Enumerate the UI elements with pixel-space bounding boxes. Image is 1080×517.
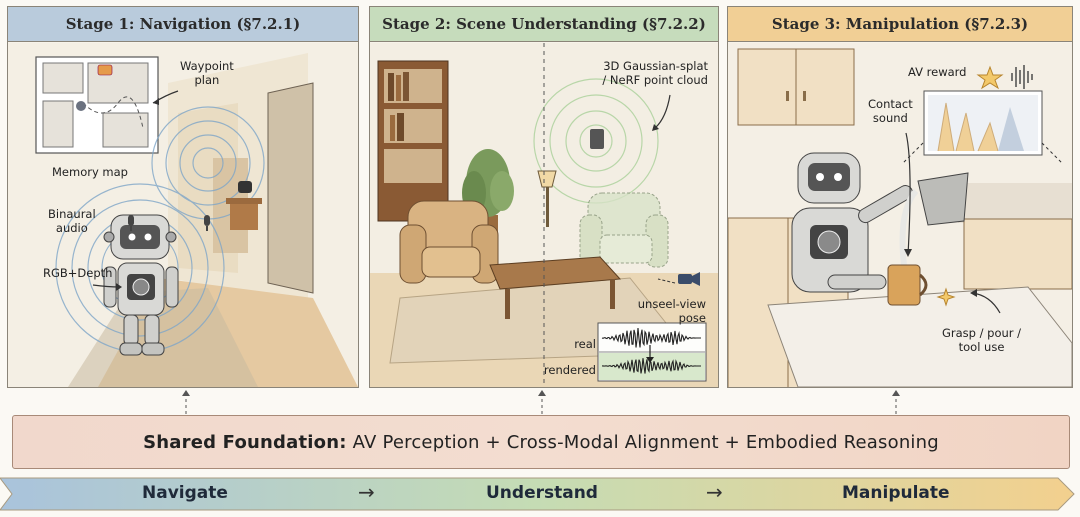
waypoint-plan-label: Waypoint plan (180, 59, 234, 87)
stage3-panel: Stage 3: Manipulation (§7.2.3) (727, 6, 1073, 388)
foundation-bold-label: Shared Foundation: (143, 431, 347, 453)
real-label: real (574, 337, 596, 351)
counter (767, 286, 1072, 387)
scene-understanding-scene (370, 43, 718, 387)
sound-wave-icon (533, 78, 659, 204)
flow-arrow-1: → (358, 480, 375, 504)
star-icon (976, 65, 1004, 90)
microphone-icon (128, 215, 210, 231)
stage3-title: Stage 3: Manipulation (§7.2.3) (728, 7, 1072, 42)
link-arrows (182, 390, 900, 414)
memory-map-label: Memory map (52, 165, 128, 179)
foundation-text: AV Perception + Cross-Modal Alignment + … (352, 431, 939, 453)
spectrogram-inset (923, 90, 1043, 156)
pitcher (899, 172, 969, 266)
flow-understand: Understand (486, 483, 598, 503)
rendered-label: rendered (543, 363, 596, 377)
pointcloud-label: 3D Gaussian-splat / NeRF point cloud (602, 59, 708, 87)
armchair (399, 200, 499, 284)
down-arrow-icon (646, 357, 654, 363)
stage2-title: Stage 2: Scene Understanding (§7.2.2) (370, 7, 718, 42)
telephone-icon (238, 181, 252, 193)
stage1-panel: Stage 1: Navigation (§7.2.1) (7, 6, 359, 388)
armchair-gaussian-splat (579, 192, 669, 268)
stage2-panel: Stage 2: Scene Understanding (§7.2.2) (369, 6, 719, 388)
speaker-icon (590, 129, 604, 149)
av-reward-label: AV reward (908, 65, 967, 79)
navigation-scene (8, 43, 358, 387)
robot-icon (791, 152, 913, 293)
flow-arrow (0, 477, 1075, 511)
rgb-depth-label: RGB+Depth (43, 266, 113, 280)
manipulation-scene (728, 43, 1072, 387)
sparkle-icon (936, 287, 956, 307)
bookshelf (377, 60, 449, 222)
grasp-pour-label: Grasp / pour / tool use (942, 326, 1022, 354)
stage1-title: Stage 1: Navigation (§7.2.1) (8, 7, 358, 42)
mug (887, 264, 928, 306)
memory-map-icon (35, 56, 159, 154)
flow-manipulate: Manipulate (842, 483, 950, 503)
audio-waveform-panel (597, 322, 707, 382)
unseen-view-pose-label: unseel-view pose (637, 297, 706, 325)
binaural-audio-label: Binaural audio (48, 207, 96, 235)
robot-icon (103, 214, 179, 356)
contact-arrow (905, 132, 911, 256)
flow-navigate: Navigate (142, 483, 228, 503)
camera-icon (657, 272, 700, 286)
contact-sound-label: Contact sound (868, 97, 913, 125)
shared-foundation-bar: Shared Foundation: AV Perception + Cross… (12, 415, 1070, 469)
kitchen-cabinet (737, 48, 855, 126)
waveform-icon (1011, 65, 1033, 89)
telephone-icon (97, 64, 113, 76)
coffee-table (489, 256, 622, 319)
flow-arrow-2: → (706, 480, 723, 504)
